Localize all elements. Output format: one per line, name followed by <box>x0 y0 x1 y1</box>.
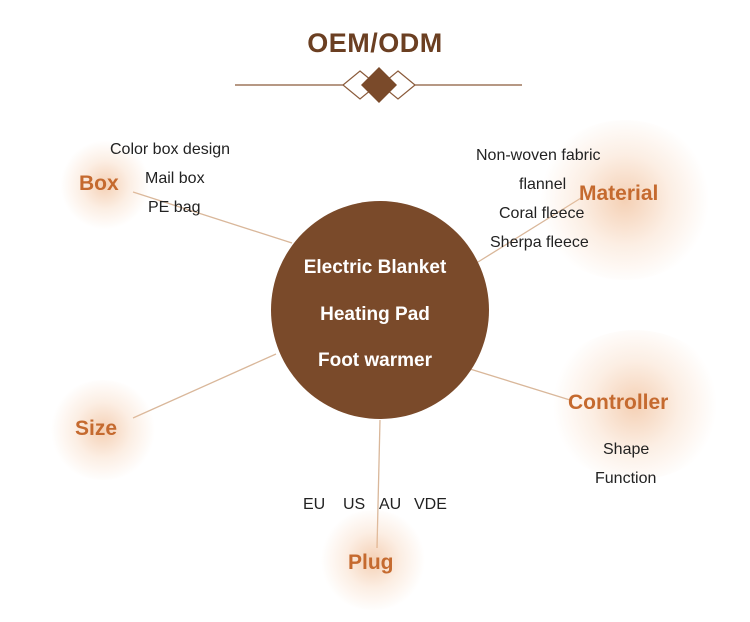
controller-glow <box>545 330 725 480</box>
plug-glow <box>318 510 428 610</box>
center-line-foot-warmer: Foot warmer <box>317 350 433 371</box>
material-item-flannel: flannel <box>519 176 567 193</box>
size-glow <box>48 380 158 480</box>
plug-item-eu: EU <box>303 496 326 513</box>
material-glow <box>535 120 715 280</box>
box-item-pe-bag: PE bag <box>148 199 201 216</box>
material-item-sherpa-fleece: Sherpa fleece <box>490 234 589 251</box>
box-item-mail-box: Mail box <box>145 170 205 187</box>
plug-item-vde: VDE <box>414 496 447 513</box>
center-line-electric-blanket: Electric Blanket <box>303 257 447 278</box>
center-line-heating-pad: Heating Pad <box>320 304 430 325</box>
box-item-color-box-design: Color box design <box>110 141 231 158</box>
plug-item-us: US <box>343 496 366 513</box>
connector-box <box>132 191 293 244</box>
node-box-label: Box <box>79 172 119 195</box>
ornament-diamond-center <box>361 67 397 103</box>
node-material-label: Material <box>579 182 659 205</box>
connector-size <box>132 353 277 419</box>
center-circle <box>271 201 489 419</box>
page-title: OEM/ODM <box>307 28 443 58</box>
material-item-coral-fleece: Coral fleece <box>499 205 585 222</box>
node-plug-label: Plug <box>348 551 394 574</box>
title-ornament <box>235 67 522 103</box>
controller-item-function: Function <box>595 470 657 487</box>
material-item-non-woven-fabric: Non-woven fabric <box>476 147 601 164</box>
node-size-label: Size <box>75 417 118 440</box>
plug-item-au: AU <box>379 496 402 513</box>
box-glow <box>60 140 150 230</box>
node-controller-label: Controller <box>568 391 669 414</box>
controller-item-shape: Shape <box>603 441 650 458</box>
